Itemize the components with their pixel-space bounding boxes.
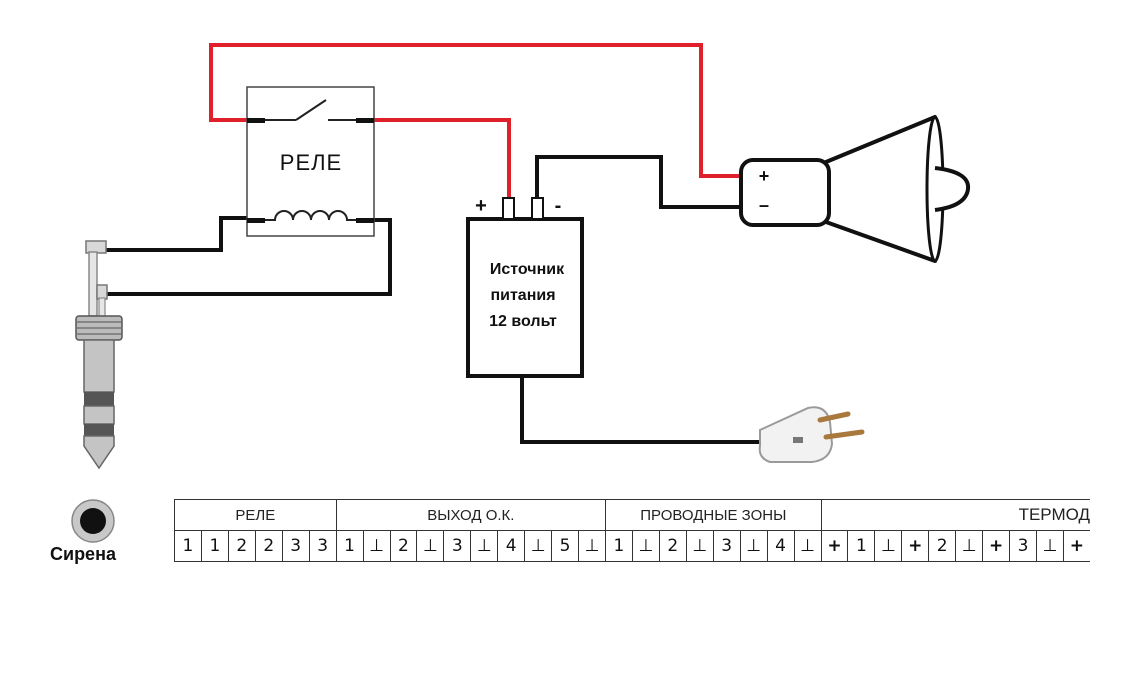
- terminal-pin: 1: [174, 531, 201, 561]
- audio-jack-icon: [75, 240, 123, 470]
- coil-icon: [250, 210, 372, 221]
- black-wire-jack-tip-to-coil: [105, 216, 250, 252]
- terminal-pin: 4: [497, 531, 524, 561]
- power-supply: + - Источник питания 12 вольт: [466, 195, 584, 378]
- terminal-pin: ⊥: [578, 531, 605, 561]
- red-wire-relay-to-psu: [373, 118, 511, 200]
- relay-label: РЕЛЕ: [280, 150, 342, 175]
- terminal-pin: ⊥: [416, 531, 443, 561]
- terminal-pin: 2: [227, 531, 255, 561]
- siren-terminal-icon: [71, 499, 115, 543]
- black-wire-psu-to-plug: [520, 377, 760, 444]
- terminal-pin: 3: [712, 531, 740, 561]
- terminal-group-label: ПРОВОДНЫЕ ЗОНЫ: [605, 500, 821, 530]
- terminal-pin: ⊥: [739, 531, 767, 561]
- terminal-pin: +: [1062, 531, 1090, 561]
- psu-label-line2: питания: [490, 287, 555, 304]
- terminal-pin: 3: [1009, 531, 1036, 561]
- terminal-pin: 1: [847, 531, 874, 561]
- psu-minus-terminal: [531, 197, 544, 220]
- terminal-pin: +: [982, 531, 1009, 561]
- terminal-pin: ⊥: [793, 531, 821, 561]
- black-wire-jack-ring-to-coil: [105, 218, 392, 296]
- terminal-pin: 3: [281, 531, 309, 561]
- red-wire-relay-to-siren: [209, 43, 742, 178]
- psu-label-line1: Источник: [490, 261, 565, 278]
- terminal-pin: +: [820, 531, 848, 561]
- terminal-pin: 2: [928, 531, 955, 561]
- relay: РЕЛЕ: [246, 86, 375, 237]
- siren-minus-label: –: [759, 195, 769, 215]
- terminal-pin: ⊥: [524, 531, 551, 561]
- terminal-pin: 5: [551, 531, 578, 561]
- terminal-pin: 1: [605, 531, 632, 561]
- terminal-pin: 4: [766, 531, 794, 561]
- terminal-pin: ⊥: [1036, 531, 1063, 561]
- psu-plus-label: +: [475, 195, 487, 217]
- terminal-pin: 2: [389, 531, 417, 561]
- terminal-pin: ⊥: [685, 531, 713, 561]
- terminal-pin: ⊥: [874, 531, 901, 561]
- terminal-pin: 3: [443, 531, 470, 561]
- terminal-group-label: ТЕРМОД: [820, 500, 1090, 530]
- psu-plus-terminal: [502, 197, 515, 220]
- psu-minus-label: -: [555, 195, 562, 217]
- black-wire-psu-to-siren: [535, 155, 742, 209]
- terminal-pin: +: [901, 531, 928, 561]
- terminal-pin: ⊥: [470, 531, 497, 561]
- terminal-pin: 2: [658, 531, 686, 561]
- terminal-pin: 3: [308, 531, 336, 561]
- siren-caption: Сирена: [50, 544, 116, 564]
- terminal-pin: ⊥: [631, 531, 659, 561]
- terminal-pin: 2: [254, 531, 282, 561]
- terminal-pin: 1: [200, 531, 228, 561]
- siren-plus-label: +: [759, 166, 770, 186]
- siren-icon: + –: [739, 115, 971, 263]
- terminal-group-label: РЕЛЕ: [174, 500, 336, 530]
- terminal-pin: 1: [335, 531, 363, 561]
- terminal-pin: ⊥: [362, 531, 390, 561]
- psu-label-line3: 12 вольт: [489, 313, 557, 330]
- terminal-group-label: ВЫХОД О.К.: [335, 500, 605, 530]
- terminal-pin: ⊥: [955, 531, 982, 561]
- power-plug-icon: [758, 406, 865, 463]
